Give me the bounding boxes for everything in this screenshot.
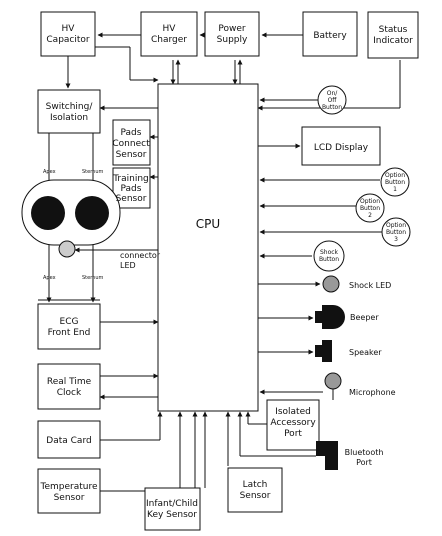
temperature-sensor-box: [37, 468, 101, 514]
battery-box: [302, 11, 358, 57]
apex-top-label: Apex: [43, 169, 56, 175]
power-supply-box: [204, 11, 260, 57]
bluetooth-port-icon: [316, 441, 338, 470]
isolated-accessory-port-box: [266, 399, 320, 451]
apex-pad-icon: [31, 196, 65, 230]
switching-isolation-label: Switching/Isolation: [46, 102, 94, 123]
option-button-1: [380, 167, 410, 197]
cpu-label: CPU: [196, 217, 220, 231]
beeper-icon: [315, 305, 345, 329]
shock-led-label: Shock LED: [349, 281, 391, 290]
data-card-box: [37, 420, 101, 459]
cpu-box: [157, 83, 259, 412]
apex-bottom-label: Apex: [43, 275, 56, 281]
hv-capacitor-box: [40, 11, 96, 57]
data-card-label: Data Card: [46, 436, 91, 446]
microphone-label: Microphone: [349, 388, 396, 397]
microphone-icon: [324, 372, 342, 400]
sternum-pad-icon: [75, 196, 109, 230]
speaker-icon: [315, 340, 332, 362]
switching-isolation-box: [37, 89, 101, 134]
latch-sensor-box: [227, 467, 283, 513]
hv-charger-box: [140, 11, 198, 57]
battery-label: Battery: [313, 31, 347, 41]
real-time-clock-box: [37, 363, 101, 410]
on-off-button: [317, 85, 347, 115]
option-button-2: [355, 193, 385, 223]
sternum-bottom-label: Sternum: [82, 275, 104, 281]
option-button-3: [381, 217, 411, 247]
infant-child-key-sensor-box: [144, 487, 201, 531]
lcd-display-label: LCD Display: [314, 143, 369, 153]
speaker-label: Speaker: [349, 348, 382, 357]
sternum-top-label: Sternum: [82, 169, 104, 175]
shock-button: [313, 240, 345, 272]
ecg-front-end-box: [37, 303, 101, 350]
connector-led-icon: [58, 240, 76, 258]
status-indicator-box: [367, 11, 419, 59]
pads-connect-sensor-box: [112, 119, 151, 166]
training-pads-sensor-box: [112, 167, 151, 209]
shock-led-icon: [322, 275, 340, 293]
lcd-display-box: [301, 126, 381, 166]
beeper-label: Beeper: [350, 313, 379, 322]
